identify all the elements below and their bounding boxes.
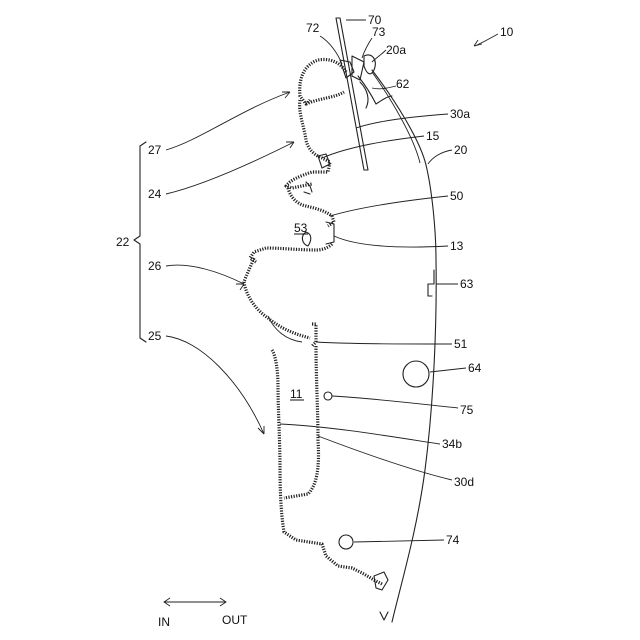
label-63: 63	[460, 277, 474, 291]
bracket-51	[312, 324, 316, 346]
label-34b: 34b	[442, 437, 462, 451]
label-30d: 30d	[454, 475, 474, 489]
label-24: 24	[148, 187, 162, 201]
bracket-22	[134, 142, 146, 342]
label-30a: 30a	[450, 107, 470, 121]
label-72: 72	[306, 21, 320, 35]
label-11: 11	[290, 387, 303, 401]
label-73: 73	[372, 25, 386, 39]
hole-64	[403, 361, 429, 387]
label-20a: 20a	[386, 43, 406, 57]
hole-75	[324, 392, 332, 400]
bracket-13	[326, 222, 334, 244]
label-74: 74	[446, 533, 460, 547]
label-10: 10	[500, 25, 514, 39]
label-50: 50	[450, 189, 464, 203]
label-15: 15	[426, 129, 440, 143]
label-22: 22	[116, 235, 130, 249]
label-75: 75	[460, 403, 474, 417]
inner-panel-25-right	[284, 346, 319, 498]
window-glass-70	[336, 18, 368, 170]
label-62: 62	[396, 77, 410, 91]
label-51: 51	[454, 337, 468, 351]
outer-panel-20	[372, 70, 436, 622]
hole-74	[339, 535, 353, 549]
label-20: 20	[454, 143, 468, 157]
inner-panel-27-flange	[306, 92, 344, 104]
label-13: 13	[450, 239, 464, 253]
bottom-bracket	[374, 572, 388, 590]
pocket-curve	[268, 316, 302, 342]
inner-panel-25-left	[272, 350, 382, 584]
inner-panel-26	[244, 258, 310, 338]
inner-panel-lower-armrest	[250, 244, 332, 262]
label-64: 64	[468, 361, 482, 375]
label-25: 25	[148, 329, 162, 343]
label-26: 26	[148, 259, 162, 273]
label-in: IN	[158, 615, 170, 629]
inner-panel-27	[300, 60, 346, 105]
bottom-tab	[380, 612, 388, 620]
label-53: 53	[294, 221, 308, 235]
label-27: 27	[148, 143, 162, 157]
in-out-arrow	[164, 598, 226, 606]
component-63	[428, 270, 434, 296]
label-out: OUT	[222, 613, 248, 627]
